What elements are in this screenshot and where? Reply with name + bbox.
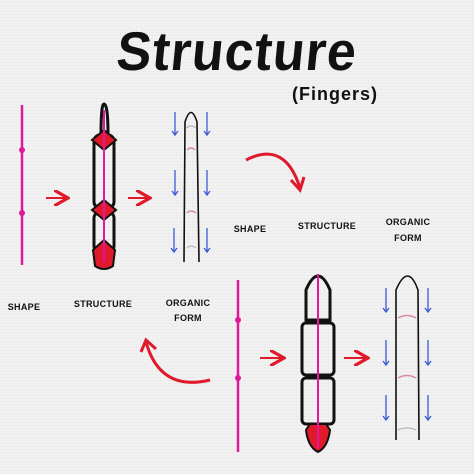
organic-finger-2 bbox=[395, 275, 420, 441]
label-organic-2: Organic bbox=[385, 217, 431, 227]
curved-arrow-to-row1 bbox=[144, 341, 211, 384]
page-subtitle: (Fingers) bbox=[292, 84, 379, 104]
structure-finger-2 bbox=[300, 274, 336, 454]
shape-line-1 bbox=[19, 105, 25, 265]
curved-arrow-to-row2 bbox=[245, 152, 302, 189]
flow-arrows-blue-2 bbox=[382, 288, 432, 422]
organic-finger-1 bbox=[183, 111, 200, 263]
label-structure-2: Structure bbox=[297, 221, 357, 231]
label-shape-2: Shape bbox=[233, 224, 267, 234]
structure-finger-1 bbox=[90, 102, 118, 270]
label-form-2: Form bbox=[394, 233, 422, 243]
shape-line-2 bbox=[235, 280, 241, 452]
label-form-1: Form bbox=[174, 313, 202, 323]
flow-arrows-blue-1 bbox=[170, 112, 211, 254]
label-organic-1: Organic bbox=[165, 298, 211, 308]
label-structure-1: Structure bbox=[73, 299, 133, 309]
label-shape-1: Shape bbox=[7, 302, 41, 312]
